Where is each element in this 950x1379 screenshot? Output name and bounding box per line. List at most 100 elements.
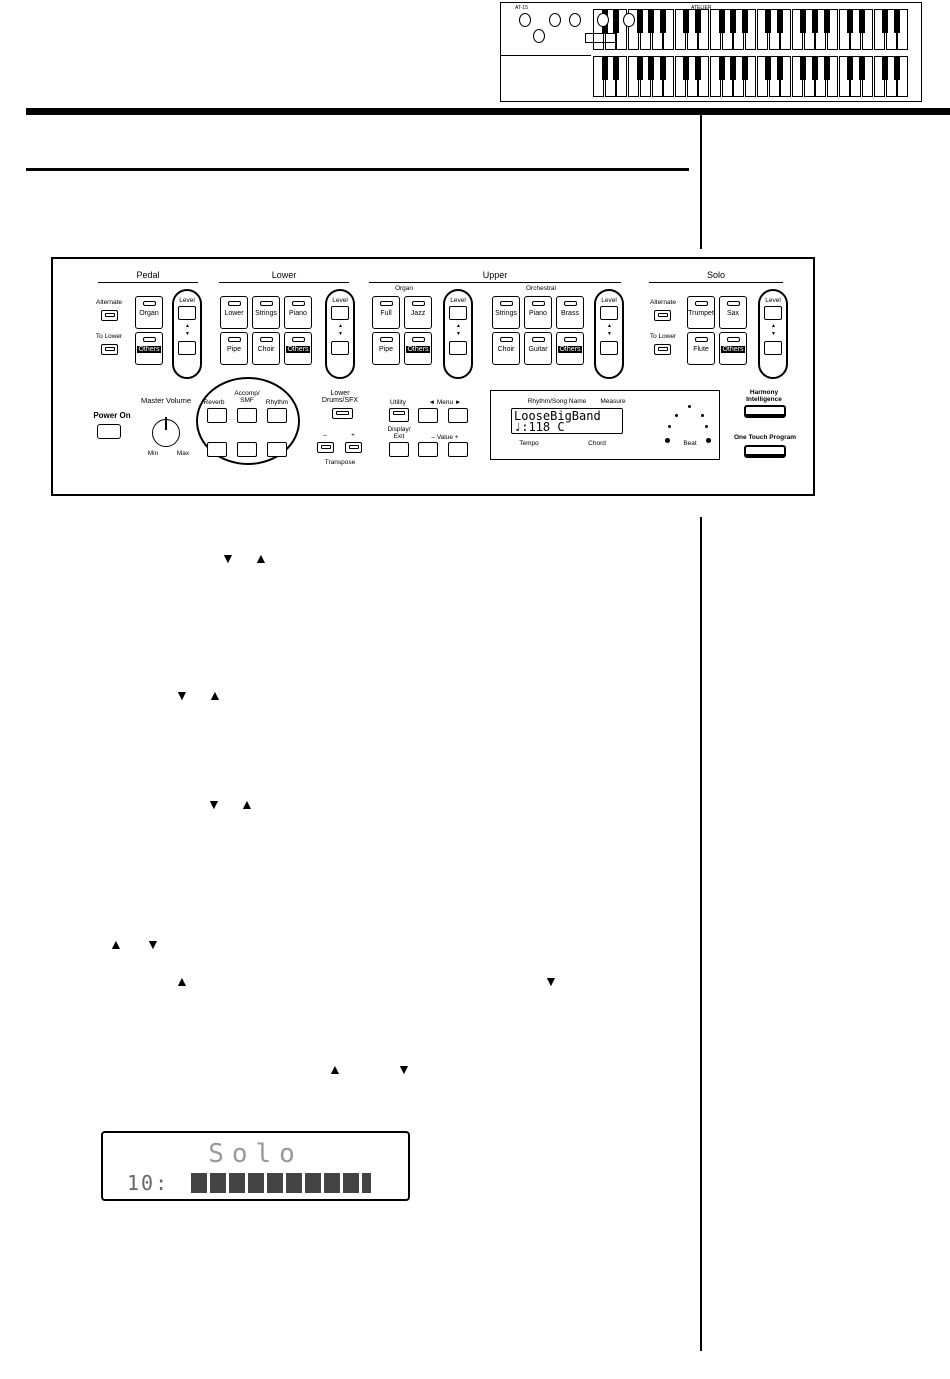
rhythm-down-button[interactable] [267, 442, 287, 457]
lower-level-down[interactable] [331, 341, 349, 355]
solo-display-screen: Solo 10: [101, 1131, 410, 1201]
level-arrows-icon: ▼ [456, 331, 461, 337]
lower-voice-button[interactable]: Pipe [220, 332, 248, 365]
lower-voice-button[interactable]: Strings [252, 296, 280, 329]
thumb-right-label: ATELIER [691, 5, 712, 11]
upper-orch-voice-button[interactable]: Others [556, 332, 584, 365]
upper-orch-voice-button[interactable]: Strings [492, 296, 520, 329]
transpose-down-button[interactable] [317, 442, 334, 453]
lower-voice-button[interactable]: Piano [284, 296, 312, 329]
upper-orch-voice-button[interactable]: Guitar [524, 332, 552, 365]
reverb-down-button[interactable] [207, 442, 227, 457]
accomp-smf-label: Accomp/SMF [234, 390, 260, 404]
pedal-level-up[interactable] [178, 306, 196, 320]
level-arrows-icon: ▲ [607, 323, 612, 329]
upper-orch-voice-button[interactable]: Choir [492, 332, 520, 365]
lcd-line1: LooseBigBand [514, 409, 601, 423]
pedal-organ-button[interactable]: Organ [135, 296, 163, 329]
lcd-measure-label: Measure [600, 398, 626, 405]
margin-line [700, 517, 702, 1351]
transpose-up-button[interactable] [345, 442, 362, 453]
thumb-highlight-circle [597, 13, 609, 27]
accomp-up-button[interactable] [237, 408, 257, 423]
upper-orch-voice-button[interactable]: Piano [524, 296, 552, 329]
upper-orch-level-label: Level [601, 297, 617, 304]
one-touch-program-label: One Touch Program [734, 434, 796, 441]
thumb-highlight-circle [533, 29, 545, 43]
solo-voice-button[interactable]: Sax [719, 296, 747, 329]
solo-voice-button[interactable]: Trumpet [687, 296, 715, 329]
power-on-label: Power On [93, 411, 131, 420]
thumb-black-key [800, 56, 807, 80]
pedal-level-down[interactable] [178, 341, 196, 355]
solo-voice-button[interactable]: Flute [687, 332, 715, 365]
one-touch-program-button[interactable] [744, 445, 786, 458]
upper-organ-voice-button[interactable]: Others [404, 332, 432, 365]
value-label: – Value + [431, 434, 459, 441]
solo-alternate-button[interactable] [654, 310, 671, 321]
upper-organ-voice-button[interactable]: Pipe [372, 332, 400, 365]
value-plus-button[interactable] [448, 442, 468, 457]
accomp-down-button[interactable] [237, 442, 257, 457]
power-on-button[interactable] [97, 424, 121, 439]
thumb-black-key [695, 56, 702, 80]
step2-down-icon: ▼ [175, 687, 189, 703]
display-number: 10: [127, 1171, 170, 1195]
thumb-black-key [741, 56, 748, 80]
pedal-to-lower-button[interactable] [101, 344, 118, 355]
upper-orch-level-group [594, 289, 624, 379]
upper-orch-voice-button[interactable]: Brass [556, 296, 584, 329]
menu-left-button[interactable] [418, 408, 438, 423]
thumb-black-key [894, 9, 900, 33]
thumb-black-key [812, 56, 819, 80]
harmony-intelligence-button[interactable] [744, 405, 786, 418]
thumb-black-key [858, 56, 865, 80]
value-minus-button[interactable] [418, 442, 438, 457]
pedal-others-button[interactable]: Others [135, 332, 163, 365]
beat-dot [688, 405, 691, 408]
upper-organ-level-down[interactable] [449, 341, 467, 355]
lower-voice-button[interactable]: Others [284, 332, 312, 365]
thumb-black-key [800, 9, 807, 33]
beat-dot [706, 438, 711, 443]
lower-level-up[interactable] [331, 306, 349, 320]
upper-orch-level-down[interactable] [600, 341, 618, 355]
thumb-black-key [858, 9, 865, 33]
display-title: Solo [208, 1139, 303, 1169]
step4-down-icon: ▼ [146, 936, 160, 952]
thumb-black-key [730, 9, 737, 33]
lower-voice-button[interactable]: Choir [252, 332, 280, 365]
thumb-left-label: AT-15 [515, 5, 528, 11]
thumb-black-key [683, 9, 690, 33]
display-exit-button[interactable] [389, 442, 409, 457]
upper-orch-level-up[interactable] [600, 306, 618, 320]
solo-level-down[interactable] [764, 341, 782, 355]
step1-down-icon: ▼ [221, 550, 235, 566]
level-arrows-icon: ▲ [185, 323, 190, 329]
thumb-black-key [613, 9, 620, 33]
solo-to-lower-label: To Lower [649, 333, 677, 340]
utility-button[interactable] [389, 408, 409, 422]
lower-voice-button[interactable]: Lower [220, 296, 248, 329]
upper-organ-voice-button[interactable]: Jazz [404, 296, 432, 329]
rhythm-up-button[interactable] [267, 408, 287, 423]
thumb-black-key [823, 56, 830, 80]
pedal-alternate-button[interactable] [101, 310, 118, 321]
margin-line-top [700, 115, 702, 249]
solo-level-label: Level [765, 297, 781, 304]
thumb-black-key [636, 56, 643, 80]
subsection-organ: Organ [394, 285, 414, 292]
transpose-minus: – [323, 432, 327, 439]
reverb-up-button[interactable] [207, 408, 227, 423]
volume-min-label: Min [147, 450, 159, 457]
solo-to-lower-button[interactable] [654, 344, 671, 355]
lower-drums-button[interactable] [332, 408, 353, 419]
upper-organ-level-label: Level [450, 297, 466, 304]
thumb-highlight-circle [519, 13, 531, 27]
upper-organ-voice-button[interactable]: Full [372, 296, 400, 329]
solo-voice-button[interactable]: Others [719, 332, 747, 365]
upper-organ-level-up[interactable] [449, 306, 467, 320]
menu-right-button[interactable] [448, 408, 468, 423]
solo-level-up[interactable] [764, 306, 782, 320]
